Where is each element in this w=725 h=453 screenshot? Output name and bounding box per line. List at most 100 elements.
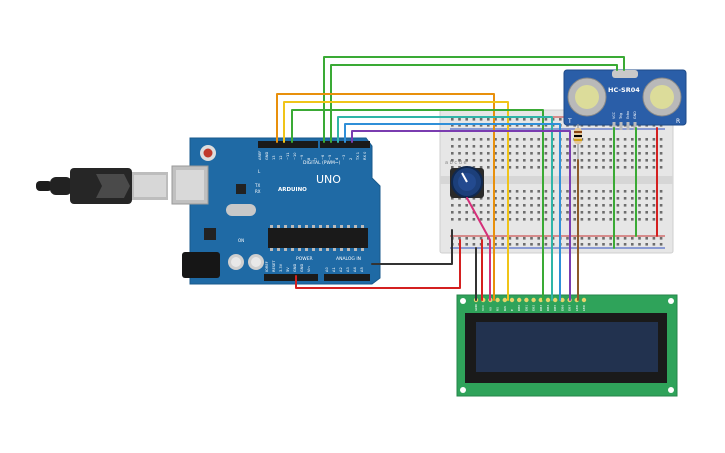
sensor-pin-label: Echo (626, 111, 630, 119)
breadboard-hole (451, 197, 454, 200)
pin-label: A3 (346, 267, 350, 272)
breadboard-hole (623, 197, 627, 200)
breadboard-hole (638, 211, 641, 214)
chip-leg (347, 225, 350, 228)
pin-label: A1 (332, 267, 336, 272)
breadboard-hole (494, 124, 497, 127)
pin-label: 13 (272, 155, 276, 160)
breadboard-hole (501, 138, 504, 141)
breadboard-hole (609, 166, 612, 169)
breadboard-hole (544, 138, 548, 141)
breadboard-hole (645, 138, 648, 141)
lcd-pin-label: DB1 (524, 305, 528, 311)
chip-leg (347, 248, 350, 251)
brand-label: ARDUINO (278, 187, 307, 193)
breadboard-hole (530, 118, 533, 121)
breadboard-hole (645, 204, 648, 207)
breadboard-hole (544, 124, 548, 127)
lcd-pin (509, 297, 515, 303)
pin-label: RX 0 (363, 151, 367, 160)
breadboard-hole (652, 190, 656, 193)
breadboard-hole (551, 152, 555, 155)
breadboard-hole (645, 243, 648, 246)
breadboard-hole (494, 152, 497, 155)
breadboard-hole (595, 237, 598, 240)
breadboard-hole (501, 237, 504, 240)
breadboard-hole (508, 138, 512, 141)
breadboard-hole (515, 211, 519, 214)
breadboard-hole (537, 124, 540, 127)
breadboard-hole (472, 218, 476, 221)
breadboard-hole (580, 211, 584, 214)
breadboard-hole (623, 166, 627, 169)
wire-red-5v (295, 239, 461, 289)
pin-label: ~5 (328, 155, 332, 160)
breadboard-hole (645, 145, 648, 148)
lcd-pin-label: LED (575, 304, 579, 311)
breadboard-hole (494, 145, 497, 148)
breadboard-hole (537, 243, 540, 246)
chip-leg (277, 225, 280, 228)
breadboard-hole (551, 218, 555, 221)
breadboard-hole (587, 145, 591, 148)
breadboard-hole (602, 211, 605, 214)
breadboard-hole (623, 145, 627, 148)
breadboard-hole (609, 152, 612, 155)
wire-yellow (283, 101, 509, 301)
breadboard-hole (515, 197, 519, 200)
breadboard-hole (479, 145, 483, 148)
lcd-pin (553, 297, 558, 303)
breadboard-hole (587, 190, 591, 193)
breadboard-hole (487, 118, 490, 121)
breadboard-hole (451, 124, 454, 127)
breadboard-hole (537, 237, 540, 240)
breadboard-hole (523, 145, 526, 148)
breadboard-hole (602, 237, 605, 240)
breadboard-hole (537, 197, 540, 200)
sensor-t-label: T (567, 118, 572, 125)
breadboard-hole (623, 204, 627, 207)
breadboard-hole (501, 190, 504, 193)
breadboard-hole (501, 152, 504, 155)
breadboard-hole (580, 159, 584, 162)
led-l-label: L (258, 169, 261, 174)
sensor-model-label: HC-SR04 (608, 86, 640, 94)
breadboard-hole (551, 118, 555, 121)
breadboard-hole (472, 118, 476, 121)
pin-label: GND (300, 264, 304, 272)
breadboard-hole (659, 152, 663, 155)
breadboard-hole (479, 218, 483, 221)
pin-label: 3.3V (279, 263, 283, 272)
lcd-pin (545, 297, 551, 303)
chip-leg (319, 248, 322, 251)
breadboard-hole (465, 152, 468, 155)
chip-leg (333, 225, 336, 228)
breadboard-hole (587, 204, 591, 207)
breadboard-hole (537, 190, 540, 193)
breadboard-hole (638, 237, 641, 240)
breadboard-hole (479, 211, 483, 214)
wire-pink (466, 197, 491, 301)
breadboard-hole (631, 159, 634, 162)
breadboard-hole (609, 204, 612, 207)
chip-leg (354, 248, 357, 251)
pin-label: A2 (339, 267, 343, 272)
lcd-pin (531, 297, 536, 303)
breadboard-hole (616, 145, 620, 148)
model-label: UNO (316, 173, 341, 186)
breadboard-hole (465, 118, 468, 121)
breadboard-hole (566, 211, 569, 214)
chip-leg (305, 248, 308, 251)
breadboard-hole (631, 138, 634, 141)
chip-leg (340, 248, 343, 251)
breadboard-hole (566, 166, 569, 169)
sensor-pin-label: Trig (619, 113, 623, 120)
wire-green-inner (330, 64, 618, 143)
wires (276, 56, 658, 301)
pin-label: 2 (349, 158, 353, 160)
breadboard-hole (523, 118, 526, 121)
breadboard-hole (508, 124, 512, 127)
chip-legs (270, 225, 364, 251)
